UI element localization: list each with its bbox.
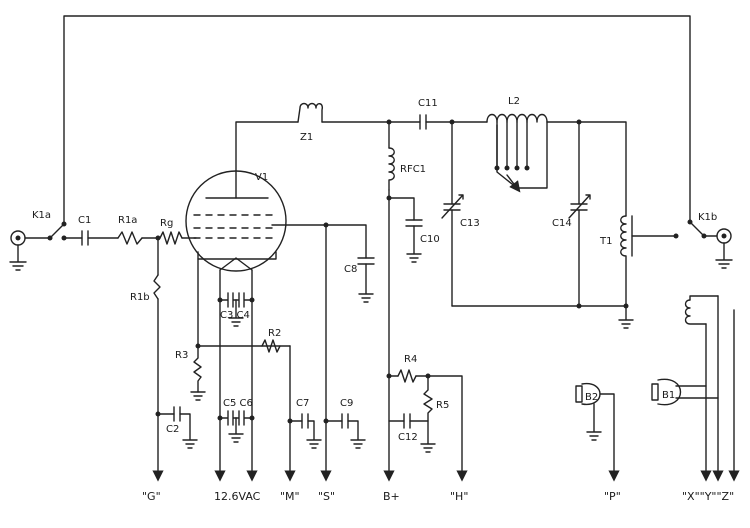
terminal-vac: 12.6VAC: [214, 490, 261, 503]
resistor-r5: [423, 375, 433, 422]
resistor-r1a: [117, 231, 143, 245]
resistor-r2: [261, 339, 281, 353]
tube-v1: [185, 170, 287, 272]
label-c10: C10: [420, 234, 440, 245]
capacitor-c9: [341, 413, 349, 429]
capacitor-c8: [357, 257, 375, 265]
label-c12: C12: [398, 432, 418, 443]
terminal-bplus: B+: [383, 490, 400, 503]
label-c13: C13: [460, 218, 480, 229]
capacitor-c7: [301, 413, 309, 429]
label-r1b: R1b: [130, 292, 150, 303]
label-r2: R2: [268, 328, 281, 339]
relay-k1a: [24, 221, 67, 241]
choke-rfc1: [388, 147, 395, 191]
label-c3c4: C3 C4: [220, 310, 250, 321]
label-c9: C9: [340, 398, 353, 409]
label-l2: L2: [508, 96, 520, 107]
label-t1: T1: [599, 236, 612, 247]
label-b2: B2: [585, 392, 598, 403]
label-k1a: K1a: [32, 210, 51, 221]
output-jack: [715, 228, 733, 269]
capacitor-c3: [219, 292, 237, 308]
coil-l2: [486, 113, 548, 193]
label-rfc1: RFC1: [400, 164, 426, 175]
resistor-r1b: [153, 274, 161, 300]
capacitor-c6: [235, 410, 253, 426]
resistor-r3: [190, 345, 206, 401]
label-z1: Z1: [300, 132, 313, 143]
capacitor-c12: [403, 413, 411, 429]
label-c8: C8: [344, 264, 357, 275]
label-k1b: K1b: [698, 212, 717, 223]
label-v1: V1: [255, 172, 268, 183]
resistor-rg: [159, 231, 183, 245]
label-c2: C2: [166, 424, 179, 435]
terminal-g: "G": [142, 490, 161, 503]
capacitor-c11: [419, 114, 427, 130]
lamp-b2: [575, 383, 620, 482]
label-rg: Rg: [160, 218, 173, 229]
label-c5c6: C5 C6: [223, 398, 253, 409]
capacitor-c5: [219, 410, 237, 426]
capacitor-c1: [81, 230, 89, 246]
terminal-m: "M": [280, 490, 300, 503]
relay-coil: [684, 295, 719, 325]
label-c1: C1: [78, 215, 91, 226]
lamp-b1: [651, 378, 719, 406]
label-r5: R5: [436, 400, 449, 411]
terminal-p: "P": [604, 490, 621, 503]
label-r3: R3: [175, 350, 188, 361]
label-c7: C7: [296, 398, 309, 409]
label-c11: C11: [418, 98, 438, 109]
parasitic-choke-z1: [297, 102, 324, 123]
label-b1: B1: [662, 390, 675, 401]
terminal-h: "H": [450, 490, 468, 503]
capacitor-c4: [235, 292, 253, 308]
label-r4: R4: [404, 354, 417, 365]
relay-k1b: [673, 219, 718, 239]
capacitor-c10: [405, 219, 423, 227]
label-c14: C14: [552, 218, 572, 229]
label-r1a: R1a: [118, 215, 137, 226]
terminal-s: "S": [318, 490, 335, 503]
input-jack: [9, 230, 27, 271]
resistor-r4: [397, 369, 417, 383]
transformer-t1: [620, 215, 677, 307]
top-bus-wire: [63, 15, 691, 225]
terminal-xyz: "X""Y""Z": [682, 490, 734, 503]
capacitor-c2: [173, 406, 181, 422]
